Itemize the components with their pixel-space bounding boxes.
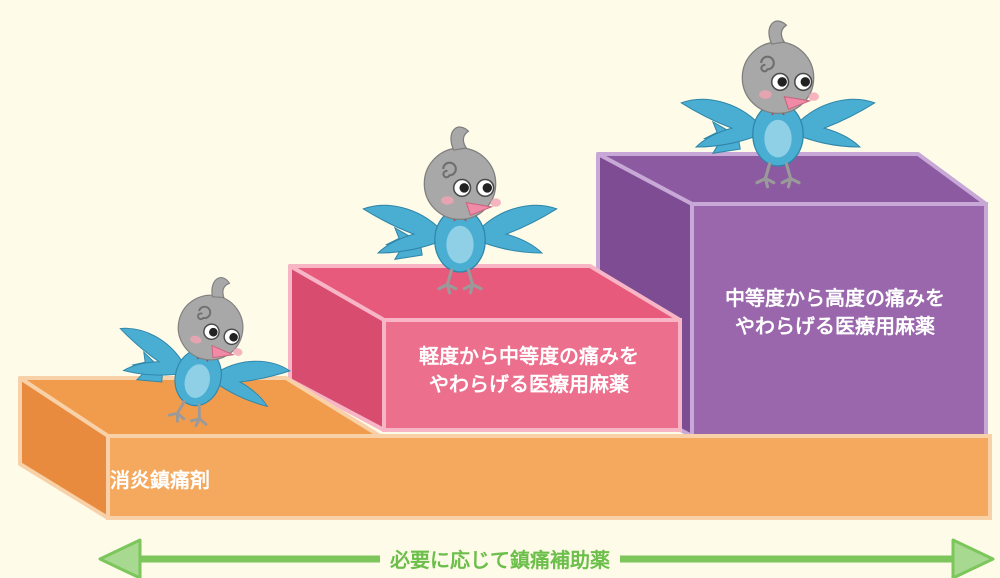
tier-nsaid-label: 消炎鎮痛剤 xyxy=(110,466,210,494)
adjuvant-arrow-label: 必要に応じて鎮痛補助薬 xyxy=(380,548,620,572)
tier-weak-opioid-label: 軽度から中等度の痛みを やわらげる医療用麻薬 xyxy=(384,342,674,398)
arrow-left-head xyxy=(98,538,142,578)
tier-strong-opioid-label-line-2: やわらげる医療用麻薬 xyxy=(735,314,935,338)
arrow-right-head xyxy=(951,538,995,578)
tier-weak-opioid-block xyxy=(288,264,682,432)
adjuvant-arrow-label-wrap: 必要に応じて鎮痛補助薬 xyxy=(300,546,700,574)
tier-nsaid-block xyxy=(18,376,992,520)
tier-nsaid-label-line: 消炎鎮痛剤 xyxy=(110,468,210,492)
tier-strong-opioid-label: 中等度から高度の痛みを やわらげる医療用麻薬 xyxy=(690,284,980,340)
tier-weak-opioid-label-line-1: 軽度から中等度の痛みを xyxy=(419,344,639,368)
tier-strong-opioid-label-line-1: 中等度から高度の痛みを xyxy=(725,286,945,310)
tier-weak-opioid-label-line-2: やわらげる医療用麻薬 xyxy=(429,372,629,396)
